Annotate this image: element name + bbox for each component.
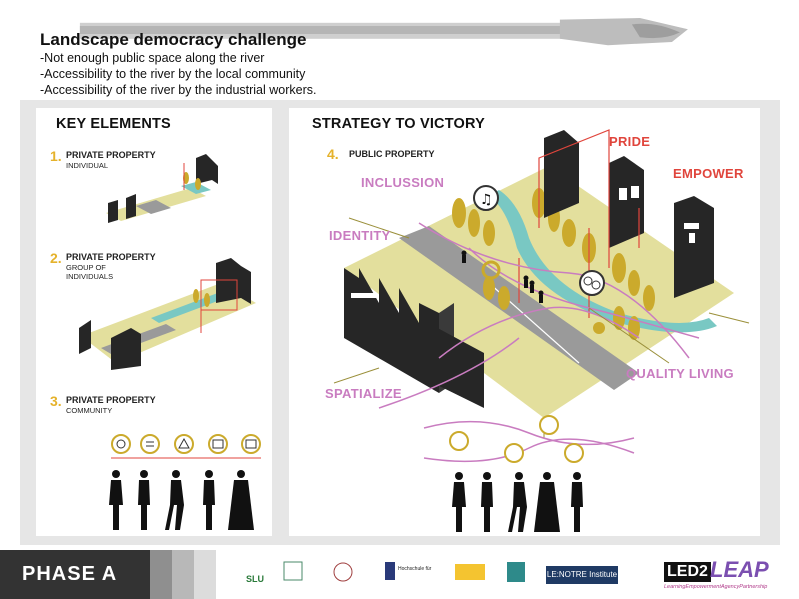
item-title: PRIVATE PROPERTY xyxy=(66,252,156,262)
led2-text: LED2 xyxy=(664,562,711,582)
keyword-spatialize: SPATIALIZE xyxy=(325,386,402,401)
item-number: 2. xyxy=(50,250,62,266)
challenge-point: -Accessibility of the river by the indus… xyxy=(40,83,317,97)
lenotre-logo: LE:NOTRE Institute xyxy=(546,566,618,584)
key-elements-panel: KEY ELEMENTS 1. PRIVATE PROPERTY INDIVID… xyxy=(36,108,272,536)
group-property-diagram xyxy=(79,258,256,370)
item-subtitle: COMMUNITY xyxy=(66,406,113,415)
keyword-identity: IDENTITY xyxy=(329,228,391,243)
item-subtitle: INDIVIDUAL xyxy=(66,161,109,170)
item-subtitle: GROUP OF INDIVIDUALS xyxy=(66,263,114,281)
strategy-title: STRATEGY TO VICTORY xyxy=(312,116,485,132)
header-decorative-band xyxy=(79,18,688,46)
header: Landscape democracy challenge -Not enoug… xyxy=(40,30,560,98)
key-elements-title: KEY ELEMENTS xyxy=(56,116,171,132)
footer-stripe xyxy=(194,550,216,599)
keyword-empower: EMPOWER xyxy=(673,166,744,181)
people-silhouettes xyxy=(452,472,583,532)
item-number: 1. xyxy=(50,148,62,164)
phase-label: PHASE A xyxy=(0,550,150,599)
public-property-diagram: ♫ xyxy=(333,129,750,438)
strategy-panel: STRATEGY TO VICTORY 4. PUBLIC PROPERTY xyxy=(289,108,760,536)
led2leap-logo: LED2 LEAP LearningEmpowermentAgencyPartn… xyxy=(664,558,784,594)
community-icons-row xyxy=(111,434,261,459)
led2leap-tagline: LearningEmpowermentAgencyPartnership xyxy=(664,584,768,590)
challenge-point: -Accessibility to the river by the local… xyxy=(40,67,306,81)
keyword-pride: PRIDE xyxy=(609,134,651,149)
item-title: PUBLIC PROPERTY xyxy=(349,149,435,159)
keyword-inclussion: INCLUSSION xyxy=(361,175,445,190)
partner-logos: SLU Hochschule für xyxy=(246,561,525,584)
item-number: 3. xyxy=(50,393,62,409)
footer-stripe xyxy=(150,550,172,599)
challenge-point: -Not enough public space along the river xyxy=(40,51,265,65)
leap-text: LEAP xyxy=(710,557,769,582)
footer-stripe xyxy=(172,550,194,599)
item-title: PRIVATE PROPERTY xyxy=(66,150,156,160)
svg-text:♫: ♫ xyxy=(480,192,493,208)
item-title: PRIVATE PROPERTY xyxy=(66,395,156,405)
individual-property-diagram xyxy=(106,154,218,223)
slide-title: Landscape democracy challenge xyxy=(40,30,307,49)
keyword-quality-living: QUALITY LIVING xyxy=(626,366,734,381)
item-number: 4. xyxy=(327,146,339,162)
people-silhouettes xyxy=(109,470,254,530)
svg-text:Hochschule für: Hochschule für xyxy=(398,566,432,572)
strategy-icons-arrows xyxy=(423,415,635,463)
logo-text: SLU xyxy=(246,574,264,584)
